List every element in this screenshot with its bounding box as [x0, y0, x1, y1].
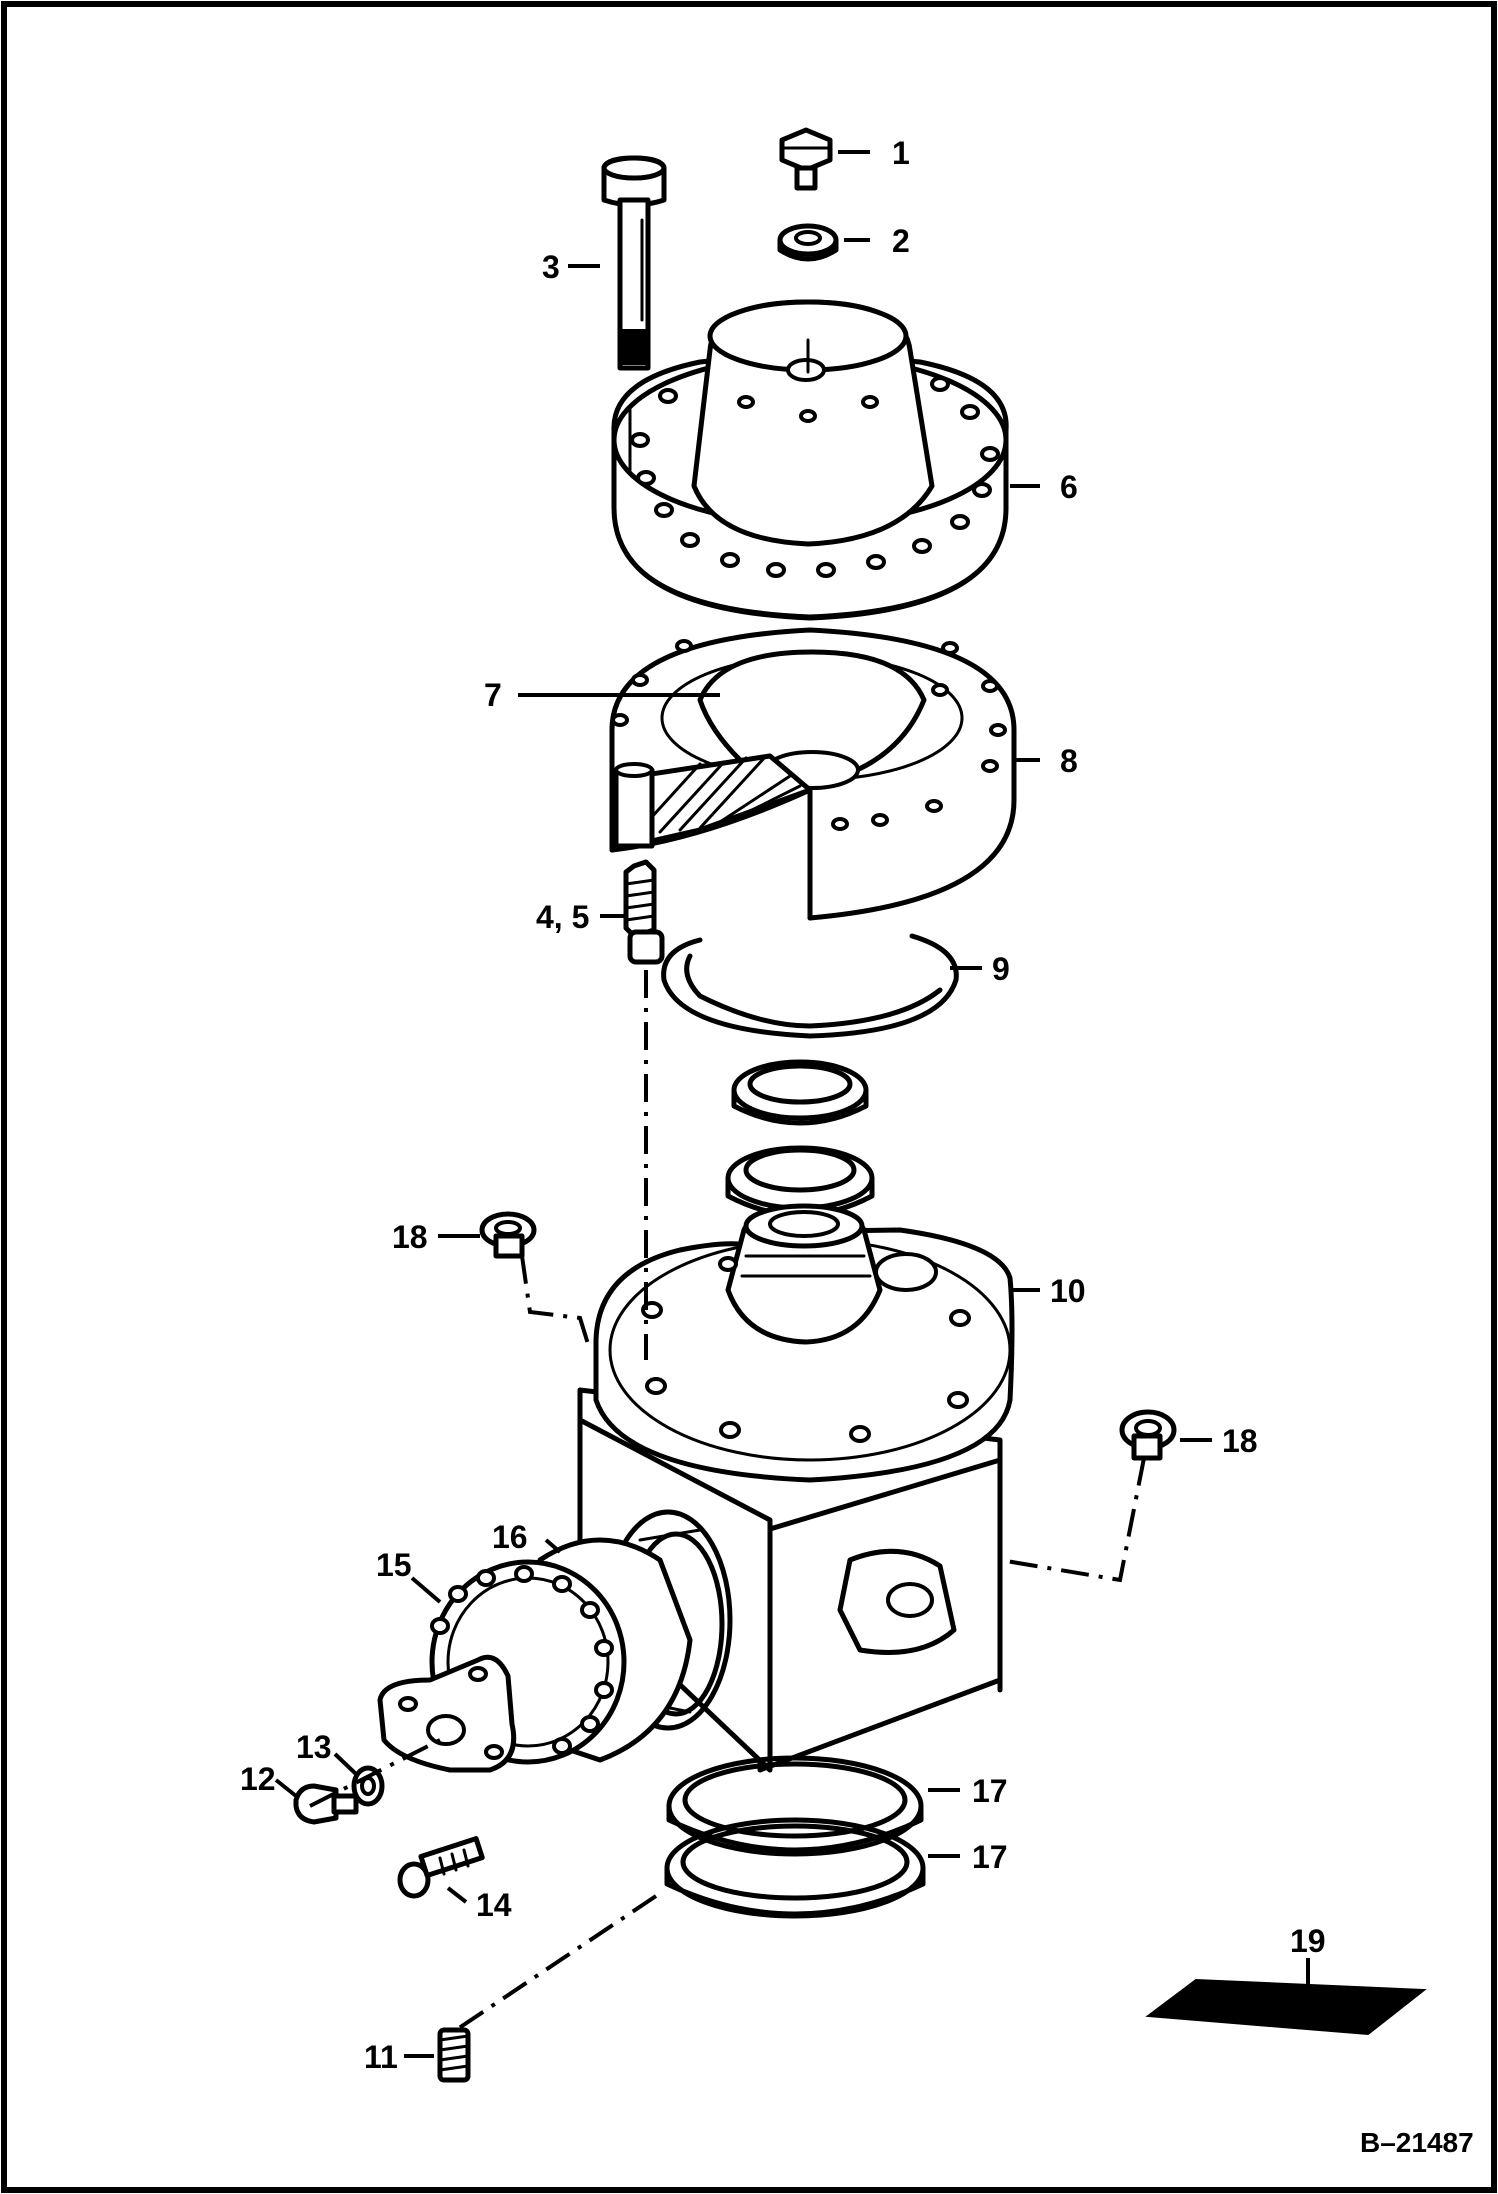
part-15-flange	[377, 1537, 693, 1773]
callout-16: 16	[492, 1519, 528, 1555]
callout-14: 14	[476, 1887, 512, 1923]
part-10-gearbox-body	[577, 1203, 1015, 1773]
part-1-bolt	[779, 127, 833, 191]
callout-4-5: 4, 5	[536, 899, 589, 935]
centerline-spring-11	[454, 1894, 658, 2032]
part-8-housing	[609, 627, 1017, 921]
centerline-bolt-12	[309, 1738, 441, 1808]
part-19-decal	[1145, 1978, 1427, 2036]
callout-1: 1	[892, 135, 910, 171]
callout-19: 19	[1290, 1923, 1326, 1959]
part-18-plug-right	[1119, 1409, 1177, 1461]
callout-9: 9	[992, 951, 1010, 987]
callout-17-lower: 17	[972, 1839, 1008, 1875]
callout-15: 15	[376, 1547, 412, 1583]
drawing-number: B–21487	[1360, 2127, 1474, 2158]
part-3-cap-screw	[601, 155, 667, 371]
part-2-washer	[777, 223, 839, 262]
callout-2: 2	[892, 223, 910, 259]
callout-7: 7	[484, 677, 502, 713]
callout-18-left: 18	[392, 1219, 428, 1255]
callout-6: 6	[1060, 469, 1078, 505]
callout-10: 10	[1050, 1273, 1086, 1309]
part-14-screw	[397, 1836, 485, 1899]
part-17-o-ring-lower	[664, 1817, 926, 1919]
part-18-plug-left	[479, 1211, 537, 1259]
callout-8: 8	[1060, 743, 1078, 779]
part-11-spring	[437, 2027, 471, 2083]
callout-18-right: 18	[1222, 1423, 1258, 1459]
callout-17-upper: 17	[972, 1773, 1008, 1809]
part-9-ring	[661, 933, 959, 1039]
callout-12: 12	[240, 1761, 276, 1797]
part-17-o-ring-upper	[666, 1755, 924, 1857]
callout-3: 3	[542, 249, 560, 285]
part-4-5-relief-valve	[623, 859, 665, 965]
centerline-plug-right	[999, 1457, 1146, 1583]
centerline-plug-left	[520, 1255, 590, 1345]
callout-11: 11	[364, 2039, 398, 2075]
part-12-bolt	[293, 1783, 359, 1825]
part-6-motor-cover	[611, 299, 1009, 621]
seal-upper	[731, 1059, 869, 1126]
callout-13: 13	[296, 1729, 332, 1765]
